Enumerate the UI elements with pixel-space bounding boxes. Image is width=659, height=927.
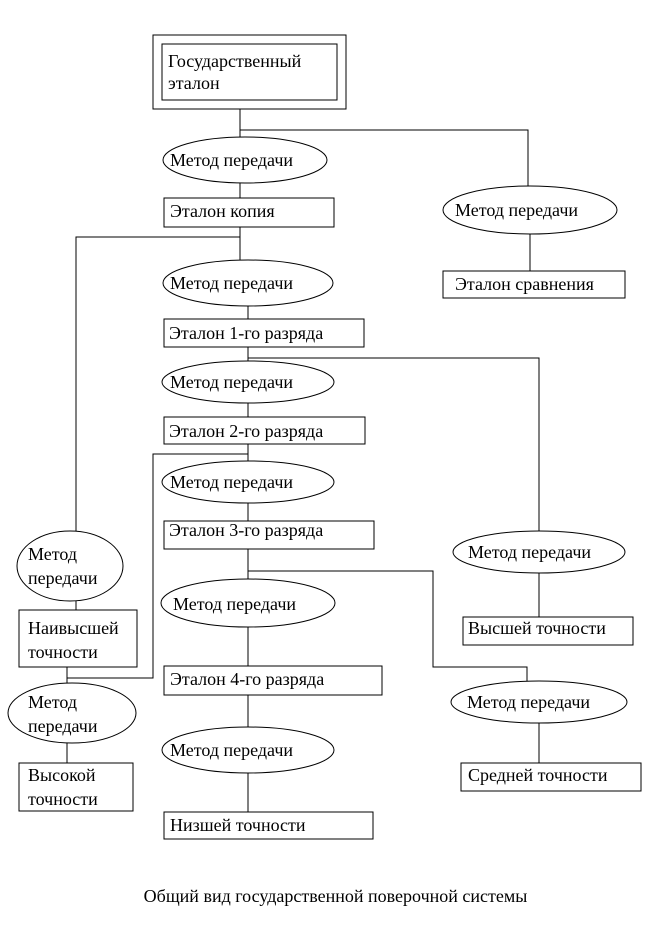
box-outline (18, 609, 138, 668)
node-label: Эталон копия (170, 201, 275, 221)
node-label: Наивысшей (28, 618, 119, 638)
node-m-right2: Метод передачи (450, 680, 628, 724)
method-ellipse (161, 360, 335, 404)
box-outline (163, 318, 365, 348)
box-outline (163, 520, 375, 550)
method-ellipse (450, 680, 628, 724)
node-label: Метод (28, 692, 77, 712)
method-ellipse (16, 530, 124, 602)
method-ellipse (160, 578, 336, 628)
node-label: Метод передачи (170, 273, 293, 293)
node-label: Метод передачи (467, 692, 590, 712)
box-outline (163, 197, 335, 228)
node-label: Государственный (168, 51, 302, 71)
node-rank4: Эталон 4-го разряда (163, 665, 383, 696)
box-outline (442, 270, 626, 299)
node-m-copy: Метод передачи (162, 259, 334, 307)
node-rank1: Эталон 1-го разряда (163, 318, 365, 348)
node-label: эталон (168, 73, 220, 93)
node-label: Высокой (28, 765, 96, 785)
node-label: Средней точности (468, 765, 608, 785)
node-m-rank2: Метод передачи (161, 460, 335, 504)
node-highest: Наивысшей точности (18, 609, 138, 668)
node-m-rank1: Метод передачи (161, 360, 335, 404)
node-label: Метод передачи (170, 472, 293, 492)
node-label: Эталон 4-го разряда (170, 669, 324, 689)
node-label: передачи (28, 716, 98, 736)
connector-line-9 (248, 357, 540, 531)
node-label: точности (28, 789, 98, 809)
node-label: Метод передачи (455, 200, 578, 220)
node-compare-standard: Эталон сравнения (442, 270, 626, 299)
node-label: Метод передачи (173, 594, 296, 614)
connector-line-2 (240, 129, 529, 186)
box-outline (163, 665, 383, 696)
box-outline (18, 762, 134, 812)
node-rank2: Эталон 2-го разряда (163, 416, 366, 445)
node-m-left2: Метод передачи (7, 682, 137, 744)
connectors (66, 109, 540, 812)
method-ellipse (442, 185, 618, 235)
box-outline (163, 416, 366, 445)
node-m-rank3: Метод передачи (160, 578, 336, 628)
node-label: Метод передачи (170, 372, 293, 392)
node-label: Эталон 1-го разряда (169, 323, 323, 343)
box-inner-outline (161, 43, 338, 101)
node-label: Эталон сравнения (455, 274, 594, 294)
connector-line-12 (67, 453, 248, 679)
node-m-right1: Метод передачи (452, 530, 626, 574)
node-label: Метод передачи (170, 740, 293, 760)
node-rank3: Эталон 3-го разряда (163, 520, 375, 550)
node-lowest: Низшей точности (163, 811, 374, 840)
node-label: точности (28, 642, 98, 662)
box-outline (462, 616, 634, 646)
node-label: Высшей точности (468, 618, 606, 638)
node-label: Эталон 2-го разряда (169, 421, 323, 441)
node-m-compare: Метод передачи (442, 185, 618, 235)
box-outline (460, 762, 642, 792)
node-higher: Высшей точности (462, 616, 634, 646)
node-medium: Средней точности (460, 762, 642, 792)
method-ellipse (161, 726, 335, 774)
node-label: Низшей точности (170, 815, 306, 835)
node-label: передачи (28, 568, 98, 588)
node-copy-standard: Эталон копия (163, 197, 335, 228)
method-ellipse (162, 136, 328, 184)
box-outline (163, 811, 374, 840)
node-label: Метод передачи (170, 150, 293, 170)
method-ellipse (452, 530, 626, 574)
connector-line-6 (75, 236, 240, 531)
node-label: Эталон 3-го разряда (169, 520, 323, 540)
diagram-caption: Общий вид государственной поверочной сис… (143, 886, 528, 906)
method-ellipse (161, 460, 335, 504)
method-ellipse (162, 259, 334, 307)
method-ellipse (7, 682, 137, 744)
node-m-rank4: Метод передачи (161, 726, 335, 774)
node-label: Метод передачи (468, 542, 591, 562)
connector-line-15 (248, 570, 528, 681)
node-high: Высокой точности (18, 762, 134, 812)
node-label: Метод (28, 544, 77, 564)
node-m-left: Метод передачи (16, 530, 124, 602)
node-m-root: Метод передачи (162, 136, 328, 184)
